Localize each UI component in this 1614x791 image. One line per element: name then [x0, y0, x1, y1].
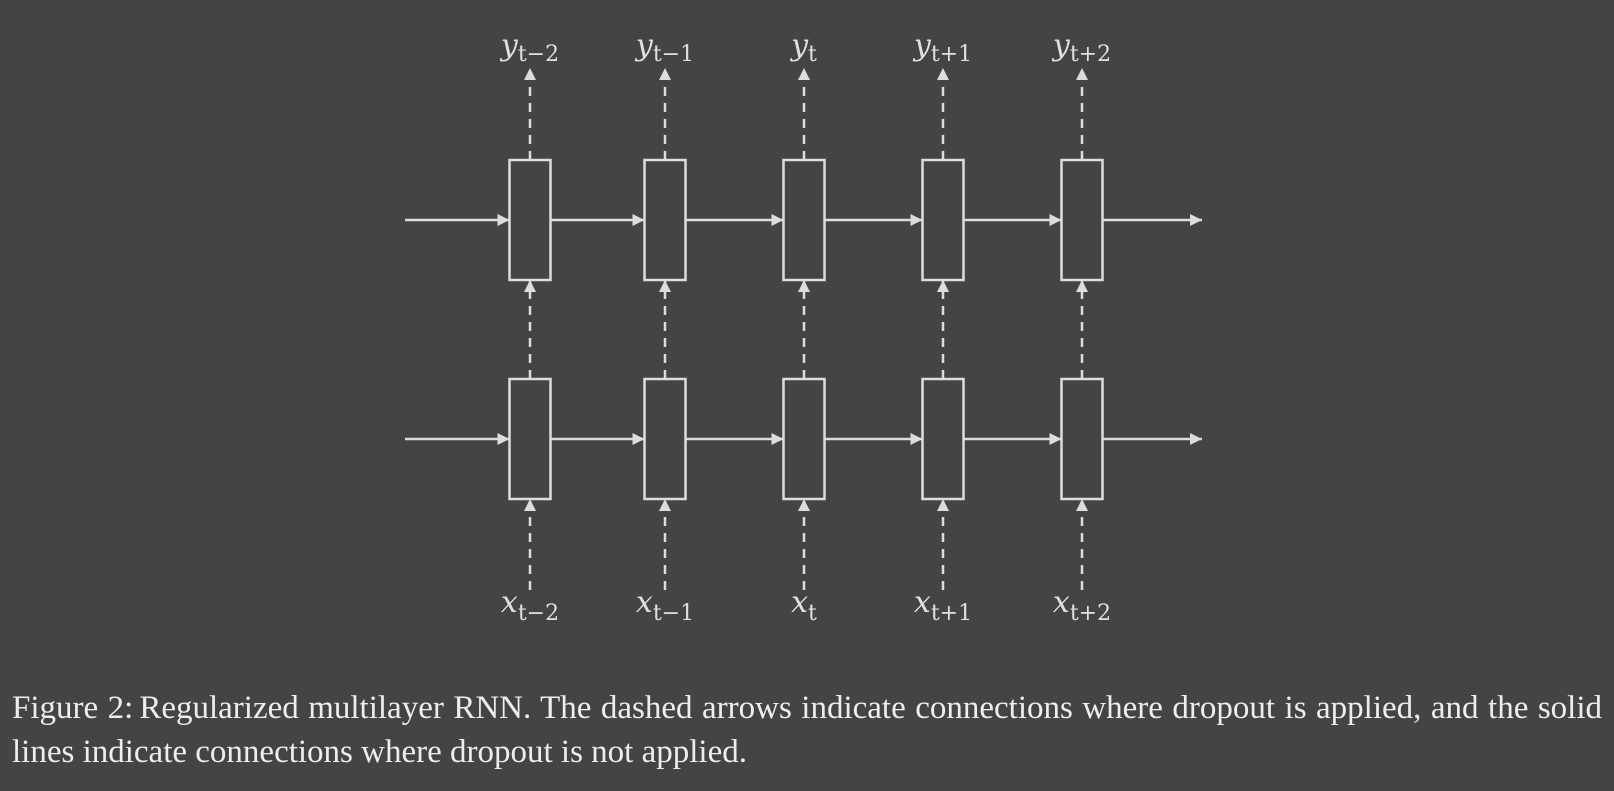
output-label-4: yt+1	[912, 28, 972, 67]
output-label-1: yt−2	[499, 28, 559, 67]
rnn-cells	[508, 158, 1104, 501]
rnn-cell-upper-3	[782, 158, 826, 282]
input-label-5: xt+2	[1053, 585, 1111, 626]
input-label-3: xt	[791, 585, 817, 626]
rnn-cell-lower-1	[508, 377, 552, 501]
rnn-cell-upper-2	[643, 158, 687, 282]
rnn-cell-lower-2	[643, 377, 687, 501]
rnn-cell-lower-5	[1060, 377, 1104, 501]
output-label-2: yt−1	[634, 28, 694, 67]
rnn-cell-lower-4	[921, 377, 965, 501]
rnn-cell-upper-1	[508, 158, 552, 282]
connections	[405, 68, 1202, 590]
output-label-3: yt	[789, 28, 817, 67]
rnn-cell-upper-4	[921, 158, 965, 282]
rnn-diagram: yt−2 xt−2 yt−1 xt−1 yt xt yt+1 xt+1 yt+2 xt+2	[405, 28, 1202, 626]
input-label-1: xt−2	[501, 585, 559, 626]
caption-text: Regularized multilayer RNN. The dashed a…	[12, 690, 1602, 770]
rnn-cell-upper-5	[1060, 158, 1104, 282]
rnn-cell-lower-3	[782, 377, 826, 501]
output-label-5: yt+2	[1051, 28, 1111, 67]
input-label-4: xt+1	[914, 585, 972, 626]
figure-caption: Figure 2:Regularized multilayer RNN. The…	[12, 686, 1602, 774]
input-label-2: xt−1	[636, 585, 694, 626]
node-labels: yt−2 xt−2 yt−1 xt−1 yt xt yt+1 xt+1 yt+2 xt+2	[499, 28, 1111, 626]
figure-number: Figure 2:	[12, 690, 134, 726]
